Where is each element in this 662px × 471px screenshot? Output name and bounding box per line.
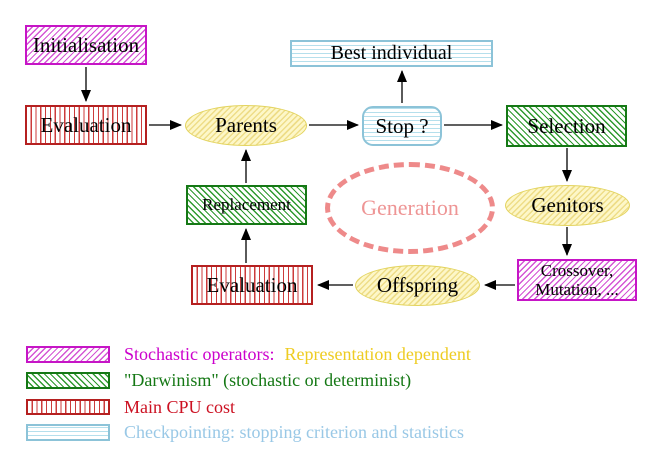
node-replacement-label: Replacement xyxy=(202,195,291,215)
legend-row-main-cpu-cost: Main CPU cost xyxy=(26,396,236,417)
node-initialisation: Initialisation xyxy=(25,25,147,65)
generation-loop-ellipse: Generation xyxy=(325,162,495,254)
legend-label-main-cpu-cost: Main CPU cost xyxy=(124,396,236,417)
legend-swatch-green-hatch xyxy=(26,371,110,389)
node-evaluation-bottom-label: Evaluation xyxy=(206,272,298,297)
node-evaluation-top-label: Evaluation xyxy=(40,112,132,137)
node-initialisation-label: Initialisation xyxy=(32,32,140,57)
node-evaluation-bottom: Evaluation xyxy=(191,265,313,305)
legend-swatch-red-stripes xyxy=(26,399,110,415)
node-genitors-label: Genitors xyxy=(531,193,604,218)
node-stop-label: Stop ? xyxy=(375,113,429,138)
node-parents: Parents xyxy=(185,105,307,146)
legend-swatch-cyan-stripes xyxy=(26,423,110,441)
legend-label-checkpointing: Checkpointing: stopping criterion and st… xyxy=(124,421,464,442)
node-offspring-label: Offspring xyxy=(376,273,459,298)
node-best-individual-label: Best individual xyxy=(330,42,453,64)
legend-swatch-magenta-hatch xyxy=(26,345,110,363)
node-best-individual: Best individual xyxy=(290,40,493,67)
node-parents-label: Parents xyxy=(215,113,277,138)
generation-label: Generation xyxy=(361,195,459,220)
node-offspring: Offspring xyxy=(355,265,480,306)
legend-label-darwinism: "Darwinism" (stochastic or determinist) xyxy=(124,369,412,390)
node-crossover-label-line2: Mutation, ... xyxy=(535,280,619,299)
node-selection: Selection xyxy=(506,105,627,147)
node-stop: Stop ? xyxy=(362,106,442,146)
legend-label-representation-dependent: Representation dependent xyxy=(284,343,471,364)
node-genitors: Genitors xyxy=(505,185,630,226)
node-crossover-mutation: Crossover, Mutation, ... xyxy=(517,259,637,301)
legend-row-checkpointing: Checkpointing: stopping criterion and st… xyxy=(26,421,464,442)
node-selection-label: Selection xyxy=(527,113,606,138)
legend-row-darwinism: "Darwinism" (stochastic or determinist) xyxy=(26,369,412,390)
node-crossover-label-line1: Crossover, xyxy=(540,261,614,280)
legend-label-stochastic-operators: Stochastic operators: xyxy=(124,343,275,364)
node-evaluation-top: Evaluation xyxy=(25,105,147,145)
legend-row-stochastic-operators: Stochastic operators: Representation dep… xyxy=(26,343,471,364)
node-replacement: Replacement xyxy=(186,185,307,225)
